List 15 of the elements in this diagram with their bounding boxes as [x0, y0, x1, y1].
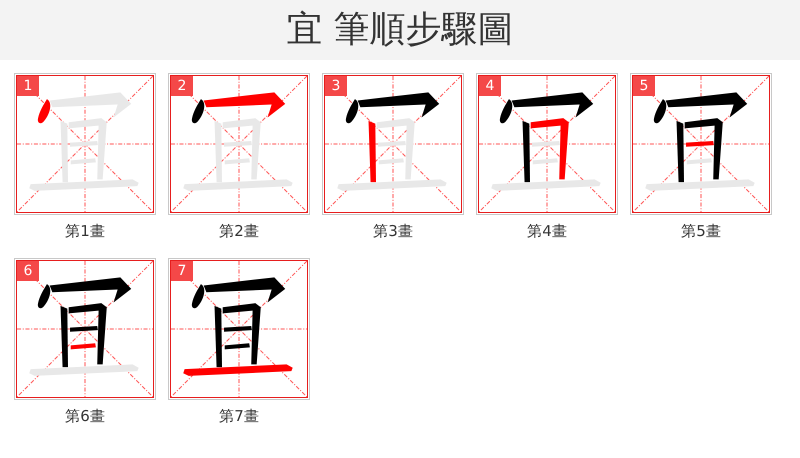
stroke-number: 7 — [171, 261, 193, 281]
stroke-caption: 第5畫 — [681, 222, 721, 240]
stroke-caption: 第3畫 — [373, 222, 413, 240]
stroke-caption: 第7畫 — [219, 407, 259, 425]
stroke-number: 4 — [479, 76, 501, 96]
stroke-number: 1 — [17, 76, 39, 96]
stroke-number: 6 — [17, 261, 39, 281]
stroke-caption: 第6畫 — [65, 407, 105, 425]
stroke-number: 5 — [633, 76, 655, 96]
stroke-caption: 第4畫 — [527, 222, 567, 240]
stroke-caption: 第1畫 — [65, 222, 105, 240]
title: 宜 筆順步驟圖 — [286, 8, 514, 52]
stroke-number: 3 — [325, 76, 347, 96]
stroke-number: 2 — [171, 76, 193, 96]
stroke-caption: 第2畫 — [219, 222, 259, 240]
